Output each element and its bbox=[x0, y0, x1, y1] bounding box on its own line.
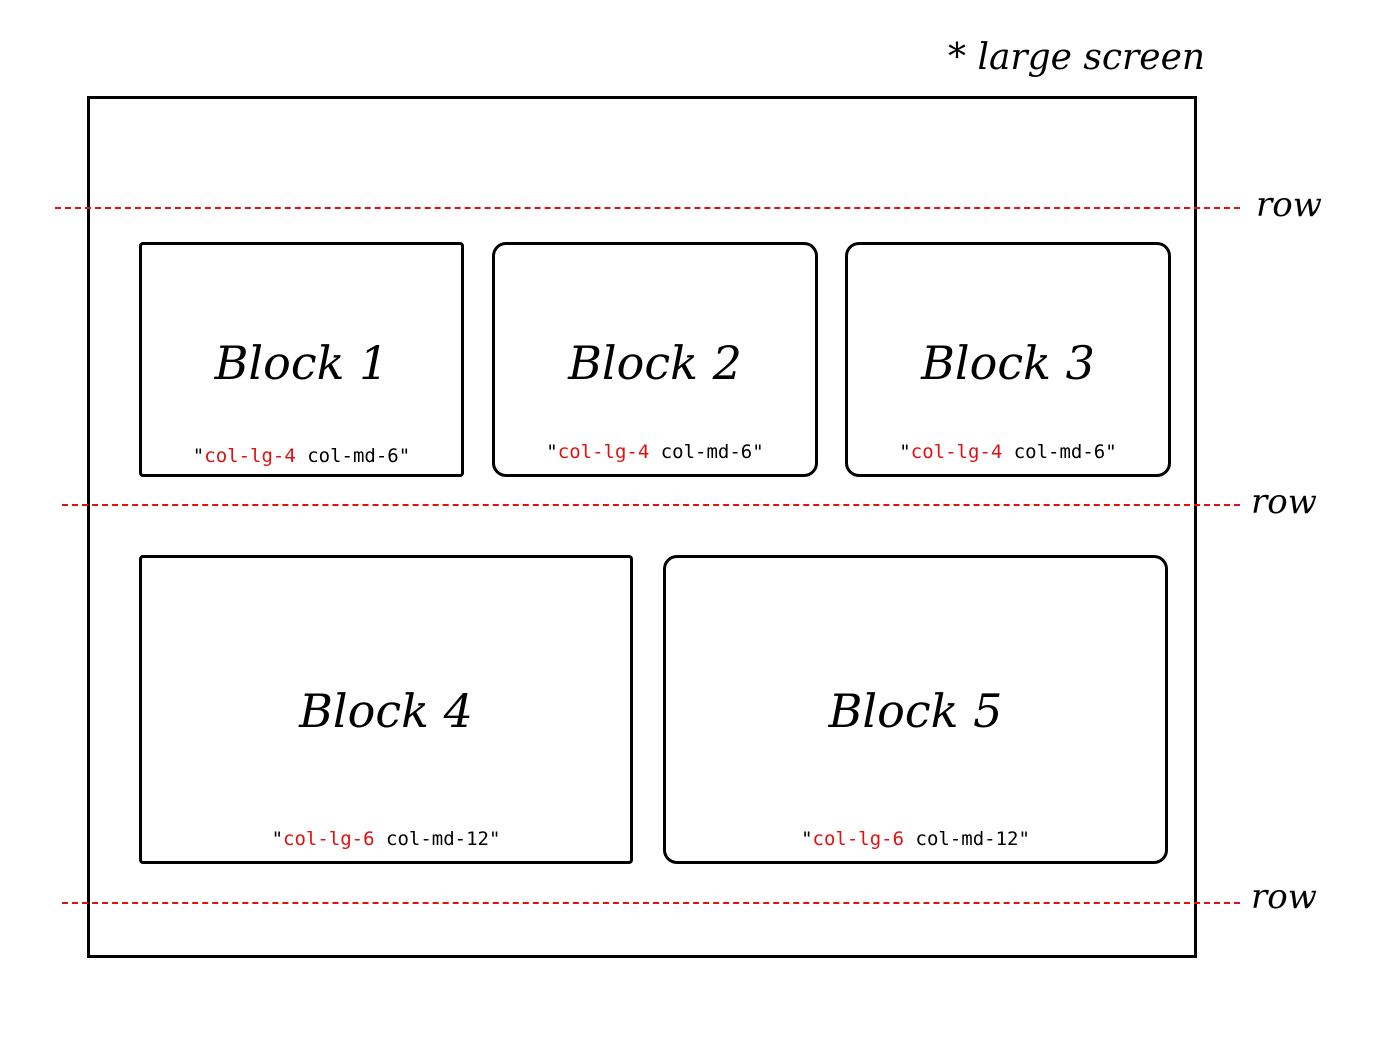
block-title: Block 4 bbox=[299, 684, 473, 738]
lg-class: col-lg-4 bbox=[557, 441, 650, 463]
md-class: col-md-12 bbox=[915, 828, 1019, 850]
row-label-1: row bbox=[1256, 185, 1322, 225]
md-class: col-md-6 bbox=[1013, 441, 1106, 463]
screen-caption: * large screen bbox=[948, 37, 1206, 78]
row-guide-1 bbox=[55, 207, 1240, 209]
lg-class: col-lg-4 bbox=[204, 445, 296, 467]
block-title: Block 3 bbox=[921, 336, 1095, 390]
block-5: Block 5 "col-lg-6 col-md-12" bbox=[663, 555, 1168, 864]
block-1: Block 1 "col-lg-4 col-md-6" bbox=[139, 242, 464, 477]
row-label-2: row bbox=[1251, 482, 1317, 522]
block-class-label: "col-lg-4 col-md-6" bbox=[546, 441, 764, 463]
block-class-label: "col-lg-4 col-md-6" bbox=[899, 441, 1117, 463]
block-3: Block 3 "col-lg-4 col-md-6" bbox=[845, 242, 1171, 477]
lg-class: col-lg-6 bbox=[812, 828, 905, 850]
lg-class: col-lg-6 bbox=[283, 828, 375, 850]
row-label-3: row bbox=[1251, 877, 1317, 917]
block-title: Block 2 bbox=[568, 336, 742, 390]
block-4: Block 4 "col-lg-6 col-md-12" bbox=[139, 555, 633, 864]
block-2: Block 2 "col-lg-4 col-md-6" bbox=[492, 242, 818, 477]
screen-frame bbox=[87, 96, 1197, 958]
block-class-label: "col-lg-4 col-md-6" bbox=[192, 445, 411, 467]
md-class: col-md-12 bbox=[386, 828, 489, 850]
block-title: Block 1 bbox=[214, 336, 389, 390]
row-guide-2 bbox=[62, 504, 1240, 506]
block-class-label: "col-lg-6 col-md-12" bbox=[801, 828, 1030, 850]
block-class-label: "col-lg-6 col-md-12" bbox=[271, 828, 501, 850]
row-guide-3 bbox=[62, 902, 1240, 904]
lg-class: col-lg-4 bbox=[910, 441, 1003, 463]
md-class: col-md-6 bbox=[660, 441, 753, 463]
md-class: col-md-6 bbox=[307, 445, 399, 467]
block-title: Block 5 bbox=[828, 684, 1003, 738]
